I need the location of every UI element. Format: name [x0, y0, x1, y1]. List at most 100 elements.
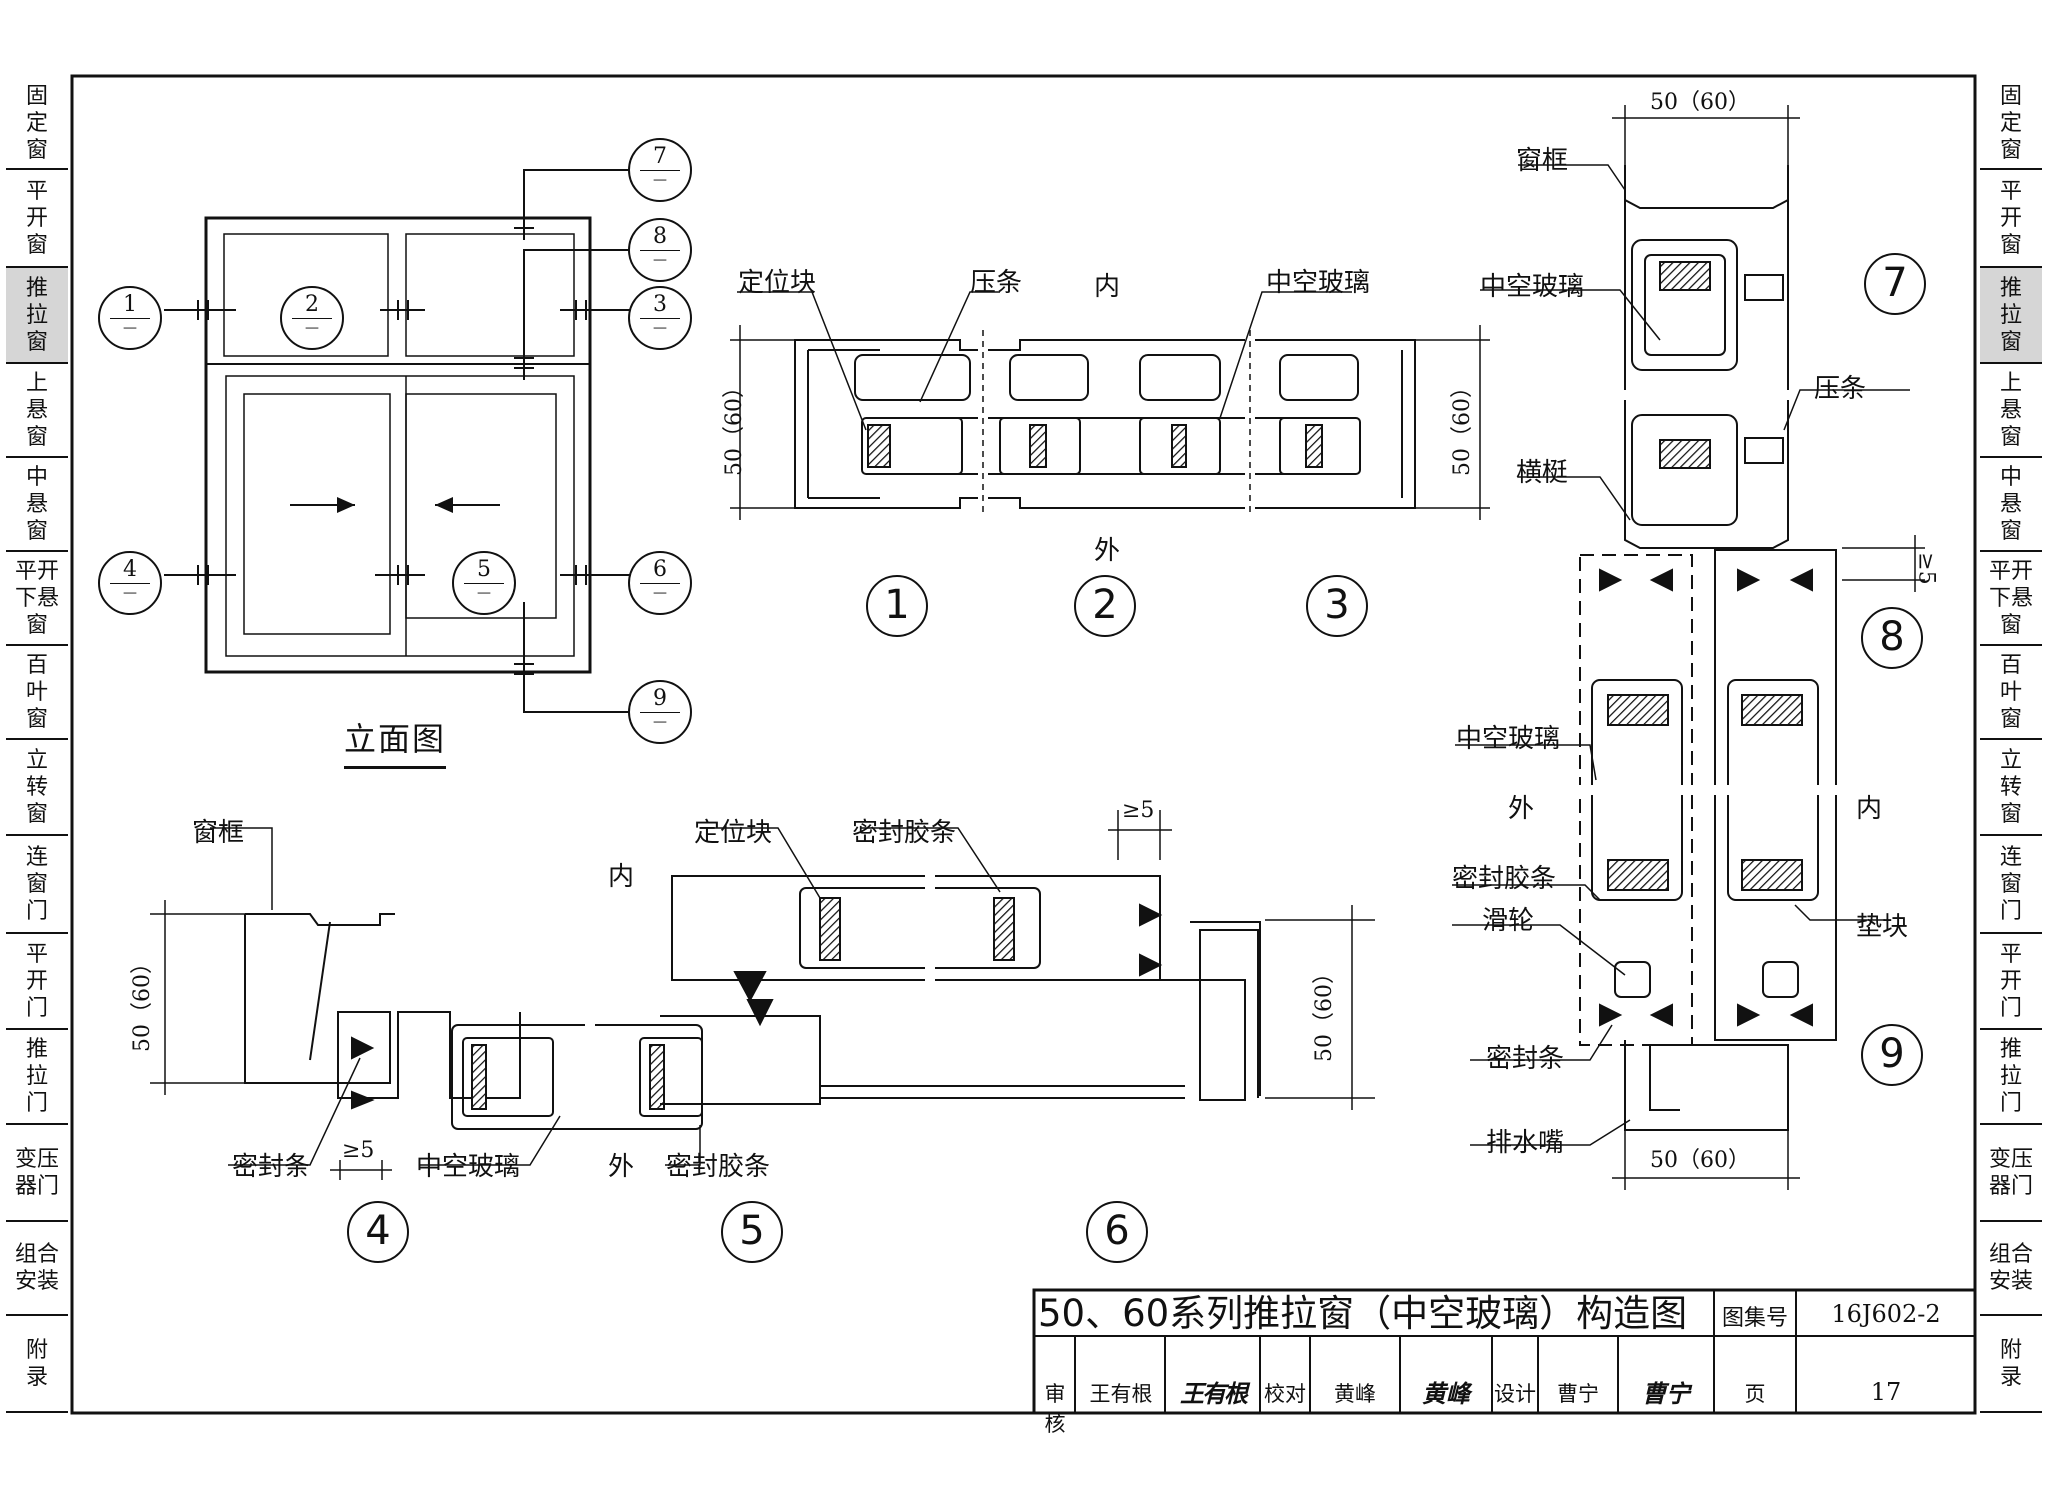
side-tab-label: 推 拉 门	[1999, 1037, 2022, 1116]
side-tab-right-3[interactable]: 上 悬 窗	[1980, 364, 2042, 458]
label-glazing-bead-3: 压条	[1814, 374, 1867, 404]
label-window-frame: 窗框	[192, 818, 245, 848]
side-tab-left-12[interactable]: 组合 安装	[6, 1222, 68, 1316]
section-marker-2: 2	[1074, 575, 1136, 637]
elevation-title: 立面图	[344, 714, 447, 769]
callout-6[interactable]: 6—	[628, 551, 692, 615]
side-tab-label: 推 拉 门	[25, 1037, 48, 1116]
label-inside-2: 内	[608, 862, 635, 892]
callout-9[interactable]: 9—	[628, 680, 692, 744]
dim-right-456: 50（60）	[1312, 962, 1337, 1062]
section-123	[730, 291, 1490, 520]
callout-3[interactable]: 3—	[628, 286, 692, 350]
label-outside-3: 外	[1508, 794, 1535, 824]
callout-sheet: —	[123, 320, 137, 336]
label-locator-block-2: 定位块	[694, 818, 773, 848]
section-marker-6: 6	[1086, 1201, 1148, 1263]
callout-number: 7	[640, 144, 680, 171]
label-insulating-glass-2: 中空玻璃	[416, 1152, 521, 1182]
side-tab-left-8[interactable]: 连 窗 门	[6, 836, 68, 934]
side-tab-label: 附 录	[1999, 1337, 2022, 1390]
side-tab-label: 百 叶 窗	[25, 652, 48, 732]
label-drain-spout: 排水嘴	[1486, 1128, 1565, 1158]
label-sealant-strip: 密封胶条	[852, 818, 957, 848]
side-tab-right-1[interactable]: 平 开 窗	[1980, 170, 2042, 268]
side-tab-label: 固 定 窗	[25, 83, 48, 163]
side-tab-label: 组合 安装	[1988, 1242, 2033, 1294]
callout-4[interactable]: 4—	[98, 551, 162, 615]
label-insulating-glass: 中空玻璃	[1266, 268, 1371, 298]
callout-number: 2	[292, 292, 332, 319]
callout-2[interactable]: 2—	[280, 286, 344, 350]
callout-number: 6	[640, 557, 680, 584]
label-outside-2: 外	[608, 1152, 635, 1182]
side-tab-left-6[interactable]: 百 叶 窗	[6, 646, 68, 740]
side-tab-right-12[interactable]: 组合 安装	[1980, 1222, 2042, 1316]
side-tab-left-1[interactable]: 平 开 窗	[6, 170, 68, 268]
callout-1[interactable]: 1—	[98, 286, 162, 350]
side-tab-left-4[interactable]: 中 悬 窗	[6, 458, 68, 552]
callout-7[interactable]: 7—	[628, 138, 692, 202]
label-sealant-strip-2: 密封胶条	[666, 1152, 771, 1182]
section-marker-1: 1	[866, 575, 928, 637]
side-tab-left-2[interactable]: 推 拉 窗	[6, 268, 68, 364]
section-marker-5: 5	[721, 1201, 783, 1263]
page-number: 17	[1870, 1378, 1902, 1406]
side-tab-label: 平 开 窗	[25, 178, 48, 258]
side-tab-left-3[interactable]: 上 悬 窗	[6, 364, 68, 458]
check-signature: 黄峰	[1422, 1379, 1470, 1408]
section-marker-4: 4	[347, 1201, 409, 1263]
side-tab-right-4[interactable]: 中 悬 窗	[1980, 458, 2042, 552]
dim-gap-bottom-456: ≥5	[342, 1138, 375, 1163]
side-tab-left-7[interactable]: 立 转 窗	[6, 740, 68, 836]
side-tab-right-2[interactable]: 推 拉 窗	[1980, 268, 2042, 364]
side-tab-label: 立 转 窗	[1999, 747, 2022, 827]
side-tab-left-11[interactable]: 变压 器门	[6, 1125, 68, 1222]
side-tab-right-8[interactable]: 连 窗 门	[1980, 836, 2042, 934]
dim-left-456: 50（60）	[130, 952, 155, 1052]
callout-8[interactable]: 8—	[628, 218, 692, 282]
dim-left-123: 50（60）	[722, 376, 747, 476]
side-tab-label: 平开 下悬 窗	[14, 558, 59, 638]
callout-sheet: —	[653, 252, 667, 268]
callout-5[interactable]: 5—	[452, 551, 516, 615]
side-tab-left-0[interactable]: 固 定 窗	[6, 78, 68, 170]
dim-bottom-789: 50（60）	[1650, 1148, 1750, 1173]
check-name: 黄峰	[1334, 1382, 1376, 1406]
side-tab-right-10[interactable]: 推 拉 门	[1980, 1030, 2042, 1125]
section-marker-8: 8	[1861, 607, 1923, 669]
callout-sheet: —	[305, 320, 319, 336]
side-tab-left-5[interactable]: 平开 下悬 窗	[6, 552, 68, 646]
side-tab-right-6[interactable]: 百 叶 窗	[1980, 646, 2042, 740]
atlas-label: 图集号	[1721, 1306, 1788, 1331]
side-tab-label: 平 开 门	[1999, 941, 2022, 1021]
side-tab-label: 上 悬 窗	[25, 370, 48, 450]
side-tab-right-0[interactable]: 固 定 窗	[1980, 78, 2042, 170]
side-tab-left-13[interactable]: 附 录	[6, 1316, 68, 1413]
callout-sheet: —	[123, 585, 137, 601]
side-tab-right-11[interactable]: 变压 器门	[1980, 1125, 2042, 1222]
design-name: 曹宁	[1557, 1382, 1599, 1406]
label-glazing-bead: 压条	[970, 268, 1023, 298]
elevation-view	[164, 169, 630, 713]
side-tab-right-13[interactable]: 附 录	[1980, 1316, 2042, 1413]
section-456	[150, 810, 1375, 1180]
side-tab-label: 连 窗 门	[1999, 844, 2022, 924]
side-tab-right-5[interactable]: 平开 下悬 窗	[1980, 552, 2042, 646]
review-label: 审核	[1044, 1382, 1066, 1436]
side-tab-label: 平开 下悬 窗	[1988, 558, 2033, 638]
side-tab-right-7[interactable]: 立 转 窗	[1980, 740, 2042, 836]
side-tab-label: 平 开 门	[25, 941, 48, 1021]
atlas-number: 16J602-2	[1831, 1300, 1941, 1328]
section-marker-3: 3	[1306, 575, 1368, 637]
label-seal-3: 密封条	[1486, 1044, 1565, 1074]
side-tab-label: 平 开 窗	[1999, 178, 2022, 258]
callout-number: 4	[110, 557, 150, 584]
side-tab-left-10[interactable]: 推 拉 门	[6, 1030, 68, 1125]
side-tab-label: 立 转 窗	[25, 747, 48, 827]
label-seal: 密封条	[232, 1152, 311, 1182]
callout-number: 3	[640, 292, 680, 319]
side-tab-left-9[interactable]: 平 开 门	[6, 934, 68, 1030]
label-inside: 内	[1094, 272, 1121, 302]
side-tab-right-9[interactable]: 平 开 门	[1980, 934, 2042, 1030]
